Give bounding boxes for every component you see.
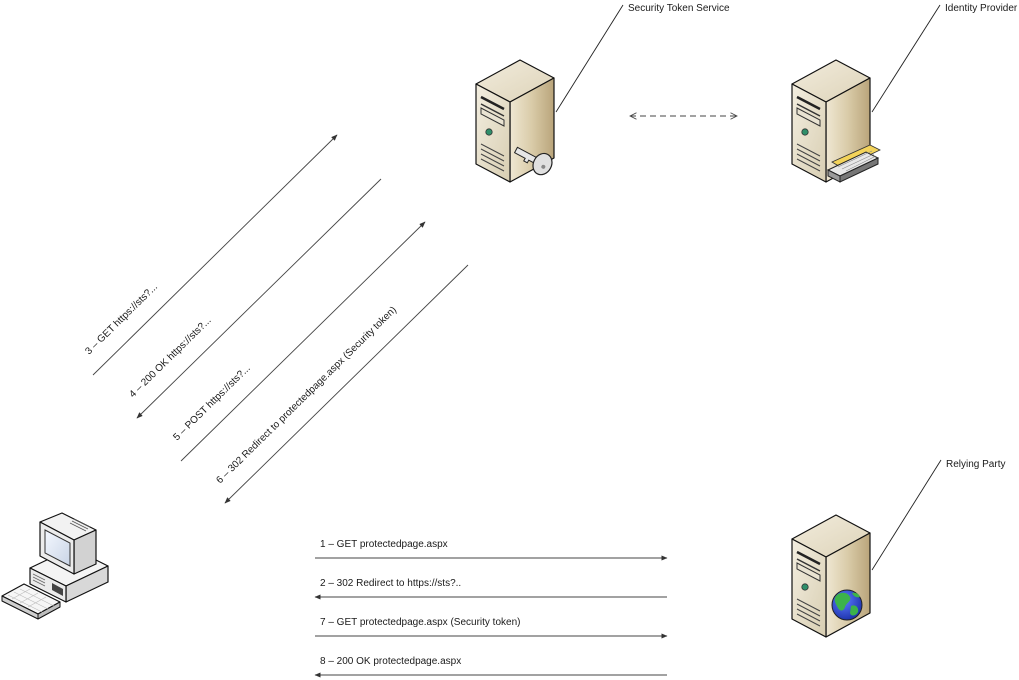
key-icon [513, 146, 553, 176]
idp-label: Identity Provider [945, 3, 1018, 14]
rp-callout-line [871, 459, 942, 571]
rp-node: Relying Party [790, 459, 1005, 639]
desktop-computer-icon [1, 512, 109, 620]
message-6-arrow [224, 264, 469, 504]
globe-icon [831, 589, 863, 621]
sts-callout-line [555, 4, 624, 113]
message-2-label: 2 – 302 Redirect to https://sts?.. [320, 578, 461, 589]
message-4: 4 – 200 OK https://sts?... [127, 178, 382, 419]
message-1: 1 – GET protectedpage.aspx [315, 539, 668, 561]
idp-callout-line [871, 4, 941, 113]
message-6-label: 6 – 302 Redirect to protectedpage.aspx (… [214, 305, 399, 487]
message-7-label: 7 – GET protectedpage.aspx (Security tok… [320, 617, 520, 628]
message-2: 2 – 302 Redirect to https://sts?.. [314, 578, 667, 600]
message-5-arrow [180, 221, 426, 462]
message-3-label: 3 – GET https://sts?... [83, 282, 160, 358]
message-3-arrow [92, 134, 338, 376]
message-3: 3 – GET https://sts?... [83, 134, 338, 376]
message-8: 8 – 200 OK protectedpage.aspx [314, 656, 667, 678]
client-node [1, 512, 109, 620]
message-7: 7 – GET protectedpage.aspx (Security tok… [315, 617, 668, 639]
message-1-label: 1 – GET protectedpage.aspx [320, 539, 448, 550]
message-5: 5 – POST https://sts?... [171, 221, 426, 462]
directory-icon [826, 144, 881, 183]
message-4-arrow [136, 178, 382, 419]
message-6: 6 – 302 Redirect to protectedpage.aspx (… [214, 264, 469, 504]
rp-server-icon [790, 513, 872, 639]
message-8-label: 8 – 200 OK protectedpage.aspx [320, 656, 461, 667]
idp-node: Identity Provider [790, 3, 1018, 184]
sts-node: Security Token Service [474, 3, 730, 184]
sts-label: Security Token Service [628, 3, 730, 14]
rp-label: Relying Party [946, 459, 1005, 470]
